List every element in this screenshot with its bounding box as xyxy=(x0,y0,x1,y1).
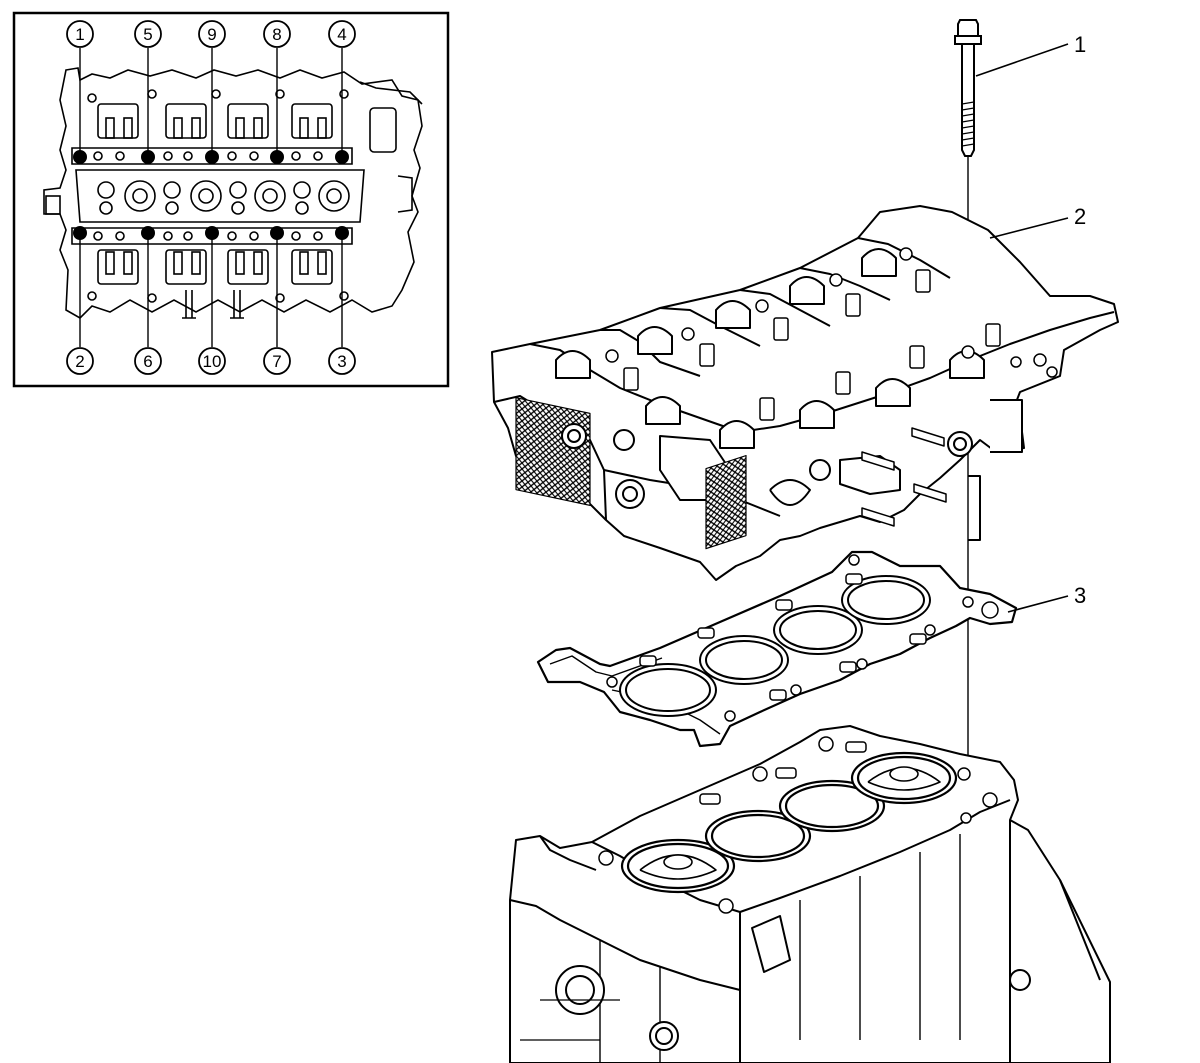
sequence-number: 1 xyxy=(75,25,84,44)
sequence-bubble: 1 xyxy=(66,20,94,48)
torque-sequence-inset: 1 5 9 8 4 2 xyxy=(12,11,450,388)
leader-line-head-gasket xyxy=(1007,595,1069,613)
sequence-number: 6 xyxy=(143,352,152,371)
bottom-sequence-bubbles: 2 6 10 7 3 xyxy=(66,347,356,375)
bolt-position-10 xyxy=(205,226,219,240)
callout-1-label: 1 xyxy=(1074,32,1087,57)
bolt-position-9 xyxy=(205,150,219,164)
callout-leaders xyxy=(975,43,1069,613)
bolt-position-2 xyxy=(73,226,87,240)
sequence-number: 9 xyxy=(207,25,216,44)
callout-2-label: 2 xyxy=(1074,204,1087,229)
bolt-position-4 xyxy=(335,150,349,164)
cylinder-head xyxy=(491,205,1119,581)
bolt-position-6 xyxy=(141,226,155,240)
inset-head-top-view xyxy=(43,67,423,319)
sequence-bubble: 4 xyxy=(328,20,356,48)
bolt-position-5 xyxy=(141,150,155,164)
callout-3-label: 3 xyxy=(1074,583,1087,608)
sequence-number: 10 xyxy=(203,352,222,371)
sequence-bubble: 8 xyxy=(263,20,291,48)
bolt-position-7 xyxy=(270,226,284,240)
sequence-number: 2 xyxy=(75,352,84,371)
engine-block xyxy=(509,725,1111,1063)
sequence-bubble: 3 xyxy=(328,347,356,375)
leader-line-cylinder-head xyxy=(989,217,1069,239)
sequence-bubble: 6 xyxy=(134,347,162,375)
sequence-bubble: 5 xyxy=(134,20,162,48)
sequence-bubble: 10 xyxy=(198,347,226,375)
sequence-bubble: 9 xyxy=(198,20,226,48)
inset-frame xyxy=(12,11,450,388)
inset-leader-lines xyxy=(79,48,343,347)
sequence-number: 5 xyxy=(143,25,152,44)
bolt-position-1 xyxy=(73,150,87,164)
sequence-number: 8 xyxy=(272,25,281,44)
sequence-number: 3 xyxy=(337,352,346,371)
head-bolt xyxy=(954,19,982,157)
top-sequence-bubbles: 1 5 9 8 4 xyxy=(66,20,356,48)
leader-line-bolt xyxy=(975,43,1069,77)
sequence-bubble: 2 xyxy=(66,347,94,375)
head-gasket xyxy=(536,550,1018,748)
sequence-bubble: 7 xyxy=(263,347,291,375)
sequence-number: 4 xyxy=(337,25,346,44)
bolt-position-3 xyxy=(335,226,349,240)
bolt-position-8 xyxy=(270,150,284,164)
sequence-number: 7 xyxy=(272,352,281,371)
